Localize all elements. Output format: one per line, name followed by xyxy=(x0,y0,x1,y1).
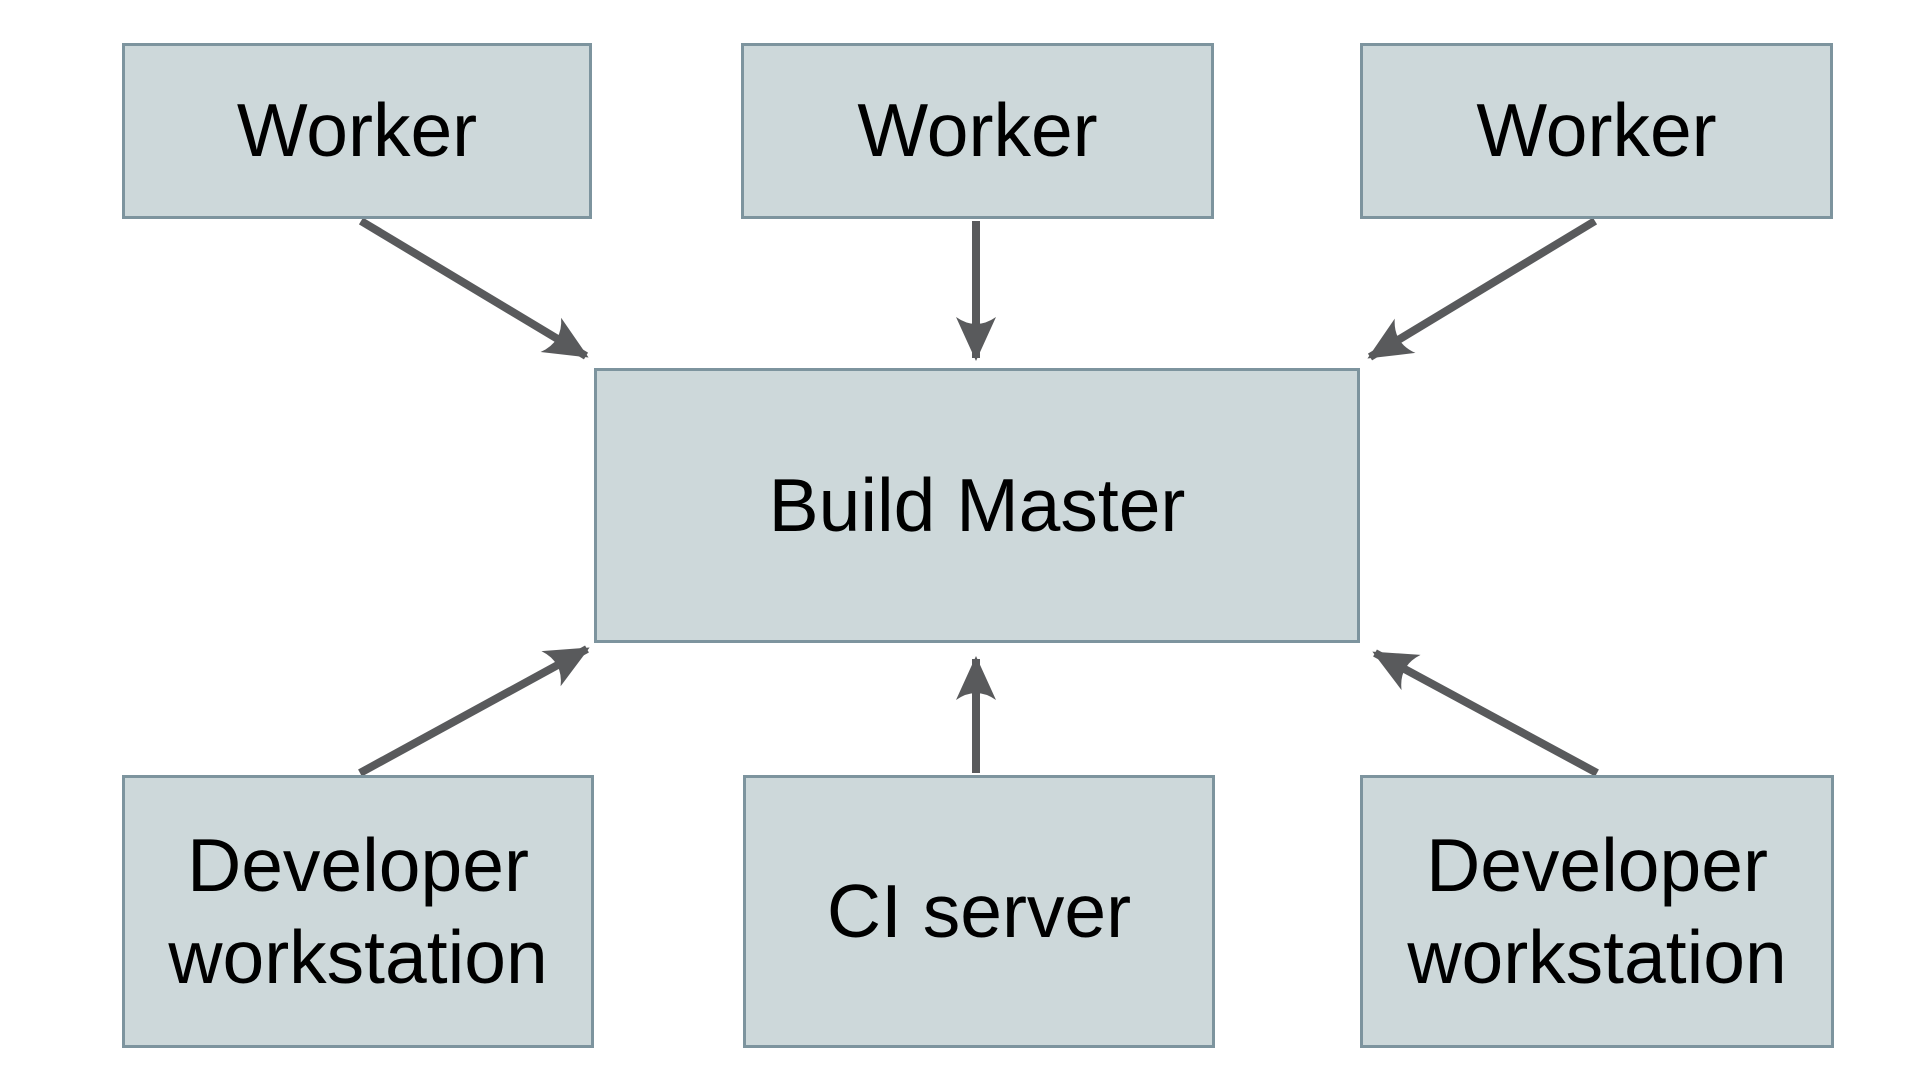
node-worker-2-label: Worker xyxy=(857,88,1098,173)
node-worker-1: Worker xyxy=(122,43,592,219)
node-developer-workstation-left: Developer workstation xyxy=(122,775,594,1048)
node-worker-3-label: Worker xyxy=(1476,88,1717,173)
node-worker-1-label: Worker xyxy=(236,88,478,173)
node-developer-workstation-right-label: Developer workstation xyxy=(1407,823,1787,999)
node-ci-server-label: CI server xyxy=(826,868,1132,953)
node-build-master-label: Build Master xyxy=(768,462,1186,547)
arrow-developer-workstation-left-to-build-master xyxy=(358,645,590,777)
arrow-developer-workstation-right-to-build-master xyxy=(1372,649,1599,777)
node-worker-3: Worker xyxy=(1360,43,1833,219)
arrow-worker-3-to-build-master xyxy=(1367,217,1598,361)
node-developer-workstation-left-label: Developer workstation xyxy=(168,823,548,999)
node-worker-2: Worker xyxy=(741,43,1214,219)
node-developer-workstation-right: Developer workstation xyxy=(1360,775,1834,1048)
node-ci-server: CI server xyxy=(743,775,1215,1048)
node-build-master: Build Master xyxy=(594,368,1360,643)
arrow-worker-1-to-build-master xyxy=(358,217,589,360)
